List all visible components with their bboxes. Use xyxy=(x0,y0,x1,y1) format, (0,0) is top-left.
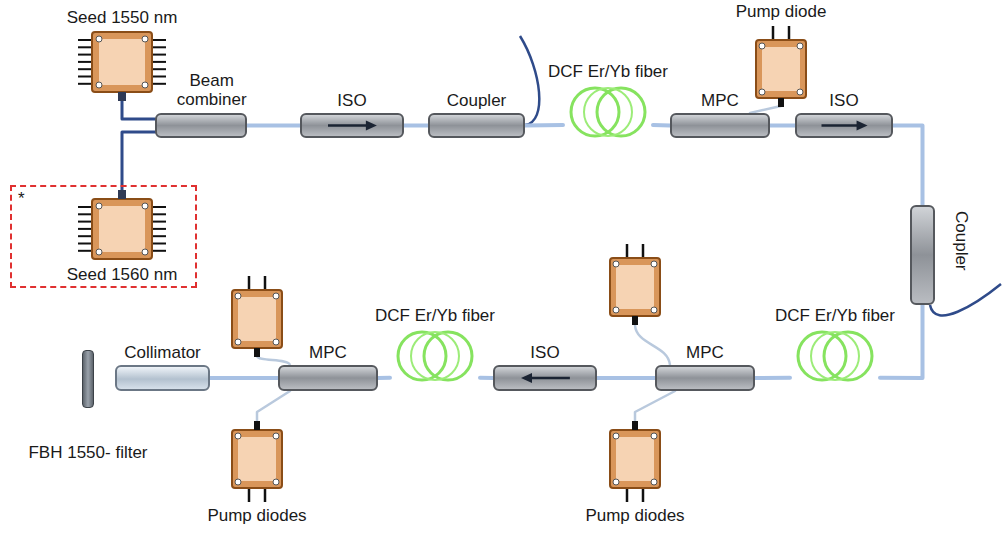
collimator: Collimator xyxy=(115,365,210,391)
component-label: Coupler xyxy=(951,211,971,271)
coupler-tail xyxy=(930,284,1001,315)
fiber-coil xyxy=(790,330,880,382)
pump-diode: Pump diodes xyxy=(232,430,282,488)
fiber-coil: DCF Er/Yb fiber xyxy=(563,86,653,138)
coupler: Coupler xyxy=(428,113,525,138)
isolator-arrow xyxy=(495,367,595,389)
fiber-coil xyxy=(390,330,480,382)
pump-fiber xyxy=(635,325,670,365)
pump-diode-symbol xyxy=(232,276,282,357)
isolator-arrow xyxy=(797,115,891,136)
pump-fiber xyxy=(257,356,290,365)
fiber-coil: DCF Er/Yb fiber xyxy=(790,330,880,382)
optical-filter: FBH 1550- filter xyxy=(82,350,94,408)
butterfly-laser-symbol xyxy=(92,199,152,259)
pump-diode-symbol xyxy=(610,430,660,488)
isolator-arrow xyxy=(302,115,402,136)
pump-diode-symbol xyxy=(232,430,282,488)
butterfly-laser-symbol xyxy=(92,32,152,92)
isolator: ISO xyxy=(493,365,597,391)
fiber-connector xyxy=(122,132,155,199)
isolator: ISO xyxy=(795,113,893,138)
seed-laser: Seed 1560 nm xyxy=(92,199,152,259)
pump-diode-symbol xyxy=(756,40,806,98)
fiber-connector xyxy=(597,376,655,380)
component-label: DCF Er/Yb fiber xyxy=(548,62,668,82)
fiber-connector xyxy=(750,98,781,113)
component-label: Pump diodes xyxy=(585,506,684,526)
pump-diode-symbol xyxy=(610,244,660,325)
component-label: DCF Er/Yb fiber xyxy=(375,306,495,326)
component-label: Seed 1560 nm xyxy=(67,265,178,285)
mpc-combiner: MPC xyxy=(278,365,378,391)
fiber-connector xyxy=(893,126,923,206)
fiber-coil: DCF Er/Yb fiber xyxy=(390,330,480,382)
component-label: Collimator xyxy=(124,343,201,363)
fiber-connector xyxy=(480,376,493,380)
beam-combiner: Beam combiner xyxy=(155,113,247,138)
component-label: ISO xyxy=(337,91,366,111)
fiber-connector xyxy=(122,92,155,119)
component-label: MPC xyxy=(701,91,739,111)
fiber-connector xyxy=(653,123,670,128)
fiber-connector xyxy=(247,124,300,128)
pump-diode: Pump diodes xyxy=(610,430,660,488)
component-label: Pump diodes xyxy=(207,506,306,526)
component-label: ISO xyxy=(530,343,559,363)
component-label: ISO xyxy=(829,91,858,111)
fiber-connector xyxy=(257,391,290,430)
component-label: Coupler xyxy=(447,91,507,111)
fiber-connector xyxy=(404,124,428,128)
fiber-connector xyxy=(378,376,390,380)
fiber-connector xyxy=(770,124,795,128)
component-label: DCF Er/Yb fiber xyxy=(775,306,895,326)
component-label: MPC xyxy=(309,343,347,363)
mpc-combiner: MPC xyxy=(670,113,770,138)
coupler-tail xyxy=(520,36,539,125)
coupler: Coupler xyxy=(910,205,935,305)
component-label: Seed 1550 nm xyxy=(67,8,178,28)
component-label: Pump diode xyxy=(736,2,827,22)
pump-diode: Pump diode xyxy=(756,40,806,98)
fiber-connector xyxy=(755,376,790,380)
seed-laser: Seed 1550 nm xyxy=(92,32,152,92)
fiber-connector xyxy=(635,391,675,430)
component-label: FBH 1550- filter xyxy=(28,443,147,463)
fiber-coil xyxy=(563,86,653,138)
isolator: ISO xyxy=(300,113,404,138)
component-label: Beam combiner xyxy=(174,71,250,110)
fiber-connector xyxy=(210,376,278,380)
footnote-mark: * xyxy=(18,189,25,209)
optional-seed-group: * Seed 1560 nm xyxy=(10,185,197,288)
component-label: MPC xyxy=(686,343,724,363)
fiber-connector xyxy=(525,123,563,128)
mpc-combiner: MPC xyxy=(655,365,755,391)
